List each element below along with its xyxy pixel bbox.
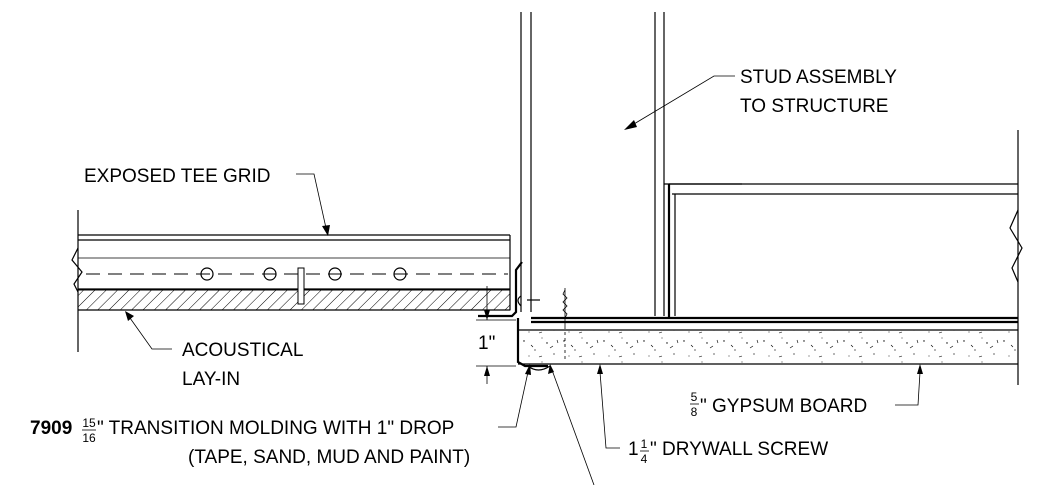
molding-fraction-denominator: 16 [82,431,96,445]
molding-note: (TAPE, SAND, MUD AND PAINT) [188,447,470,468]
molding-fraction-numerator: 15 [82,416,96,430]
gypsum-fraction-numerator: 5 [691,390,698,404]
screw-whole-number: 1 [628,439,639,460]
exposed-tee-grid-label: EXPOSED TEE GRID [84,166,271,187]
drop-dimension [476,286,516,384]
drywall-screw-label: " DRYWALL SCREW [650,439,828,460]
screw-fraction-denominator: 4 [641,452,648,466]
gypsum-board-label: " GYPSUM BOARD [700,396,867,417]
leaders [125,75,923,485]
ceiling-grid [71,210,511,352]
acoustical-label-line2: LAY-IN [182,369,240,390]
labels: STUD ASSEMBLY TO STRUCTURE EXPOSED TEE G… [30,67,897,468]
acoustical-label-line1: ACOUSTICAL [182,340,303,361]
gypsum-board [518,316,1018,371]
gypsum-fraction-denominator: 8 [691,405,698,419]
screw-fraction-numerator: 1 [641,437,648,451]
molding-label: " TRANSITION MOLDING WITH 1" DROP [97,418,454,439]
drop-dimension-label: 1" [478,333,495,354]
molding-part-number: 7909 [30,418,72,439]
stud-assembly-label-line1: STUD ASSEMBLY [740,67,897,88]
stud-assembly-label-line2: TO STRUCTURE [740,96,888,117]
